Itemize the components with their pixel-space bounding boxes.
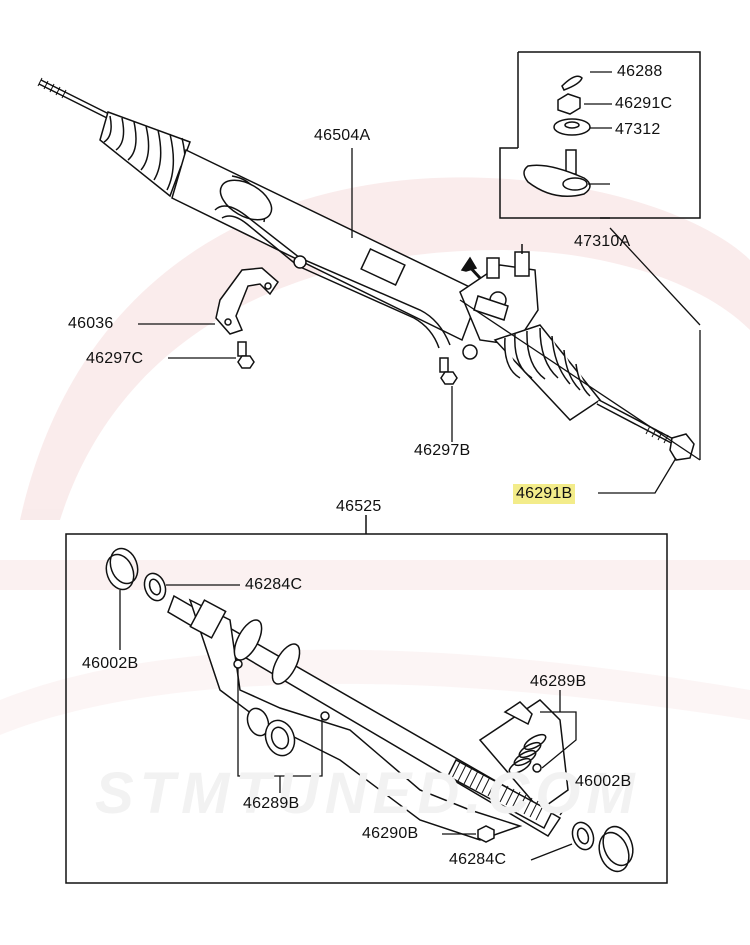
watermark-text: STMTUNED.COM	[95, 761, 641, 826]
tie-rod-end	[523, 149, 591, 197]
label-46002B-left: 46002B	[82, 655, 139, 672]
leader-lines-bottom	[119, 584, 577, 861]
label-46284C-top: 46284C	[245, 576, 303, 593]
castle-nut	[557, 93, 581, 115]
right-boot	[493, 324, 602, 421]
label-46288: 46288	[617, 63, 663, 80]
rack-assembly	[37, 77, 695, 461]
clamp-left	[105, 547, 139, 591]
label-47310A: 47310A	[574, 233, 631, 250]
label-46289B-right: 46289B	[530, 673, 587, 690]
tie-rod-end-group	[499, 51, 701, 219]
label-46036: 46036	[68, 315, 114, 332]
leader-lines-top	[138, 71, 701, 494]
label-46284C-bottom: 46284C	[449, 851, 507, 868]
jam-nut	[669, 433, 695, 461]
label-46297B: 46297B	[414, 442, 471, 459]
label-47312: 47312	[615, 121, 661, 138]
label-46291B-highlighted: 46291B	[513, 484, 576, 504]
clamp-right	[598, 825, 634, 873]
rack-teeth	[447, 758, 553, 830]
spring	[508, 733, 547, 775]
o-ring	[246, 707, 270, 737]
label-46002B-right: 46002B	[575, 773, 632, 790]
label-46290B: 46290B	[362, 825, 419, 842]
valve-body	[459, 244, 539, 360]
bracket-46036	[215, 267, 279, 335]
gear-box-group	[65, 515, 668, 884]
left-boot	[99, 111, 191, 198]
label-46504A: 46504A	[314, 127, 371, 144]
bolt-46297B	[439, 357, 458, 385]
bolt-46297C	[237, 341, 255, 369]
watermark-background	[0, 177, 750, 735]
label-46291C: 46291C	[615, 95, 673, 112]
label-46289B-bottom: 46289B	[243, 795, 300, 812]
plug-nut	[477, 825, 495, 843]
cotter-pin	[561, 75, 583, 91]
label-46525: 46525	[336, 498, 382, 515]
label-46297C: 46297C	[86, 350, 144, 367]
